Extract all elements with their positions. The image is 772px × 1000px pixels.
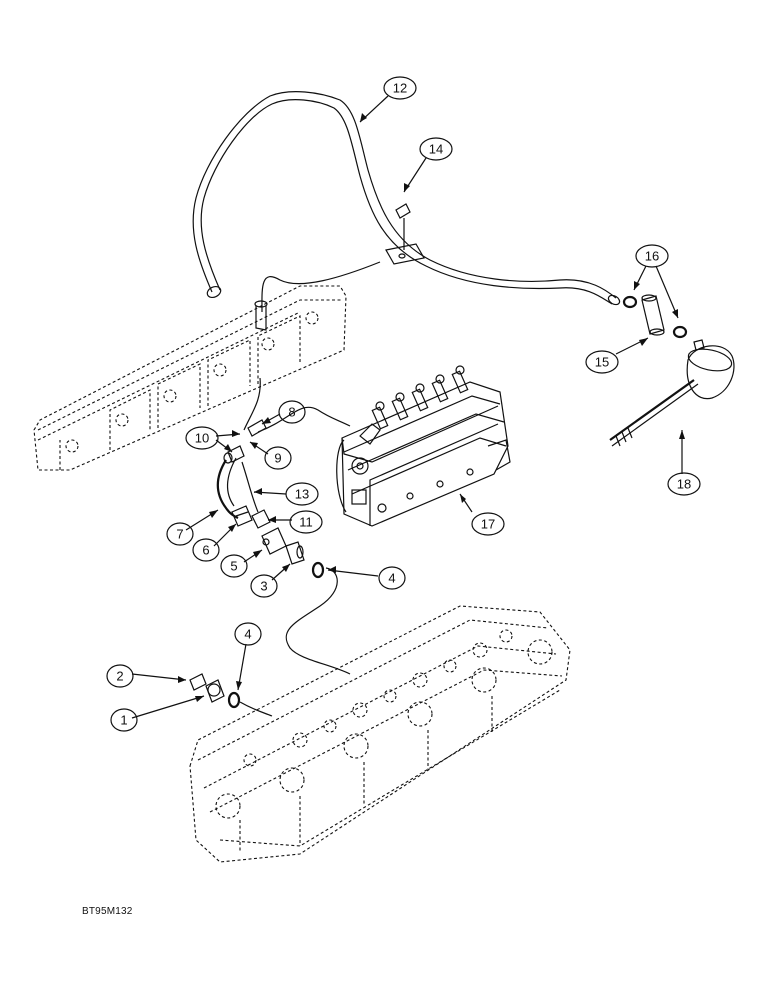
washer-upper bbox=[311, 561, 325, 579]
callout-3: 3 bbox=[250, 574, 278, 598]
callout-13: 13 bbox=[285, 482, 319, 506]
callout-10: 10 bbox=[185, 426, 219, 450]
callout-15-label: 15 bbox=[595, 355, 609, 370]
callout-4-lower: 4 bbox=[234, 622, 262, 646]
callout-4-lower-label: 4 bbox=[244, 627, 251, 642]
callout-8: 8 bbox=[278, 400, 306, 424]
fittings-hose bbox=[216, 419, 305, 565]
callout-6-label: 6 bbox=[202, 543, 209, 558]
callout-5-label: 5 bbox=[230, 559, 237, 574]
callout-16-label: 16 bbox=[645, 249, 659, 264]
callout-14-label: 14 bbox=[429, 142, 443, 157]
callout-13-label: 13 bbox=[295, 487, 309, 502]
callout-12: 12 bbox=[383, 76, 417, 100]
callout-8-label: 8 bbox=[288, 405, 295, 420]
callout-17-label: 17 bbox=[481, 517, 495, 532]
valve-cover bbox=[33, 285, 347, 471]
reference-code: BT95M132 bbox=[82, 906, 133, 917]
callout-4-upper: 4 bbox=[378, 566, 406, 590]
callout-9-label: 9 bbox=[274, 451, 281, 466]
callout-1-label: 1 bbox=[120, 713, 127, 728]
return-pipe bbox=[192, 91, 621, 306]
leader-lines bbox=[131, 95, 685, 719]
callout-16: 16 bbox=[635, 244, 669, 268]
callout-10-label: 10 bbox=[195, 431, 209, 446]
cylinder-head bbox=[189, 605, 571, 863]
callout-17: 17 bbox=[471, 512, 505, 536]
callout-11: 11 bbox=[289, 510, 323, 534]
callout-14: 14 bbox=[419, 137, 453, 161]
injection-pump bbox=[336, 365, 511, 527]
callout-18-label: 18 bbox=[677, 477, 691, 492]
callout-9: 9 bbox=[264, 446, 292, 470]
callout-11-label: 11 bbox=[299, 515, 313, 530]
callout-7-label: 7 bbox=[176, 527, 183, 542]
callout-5: 5 bbox=[220, 554, 248, 578]
callout-1: 1 bbox=[110, 708, 138, 732]
callout-4-upper-label: 4 bbox=[388, 571, 395, 586]
callout-2: 2 bbox=[106, 664, 134, 688]
callout-12-label: 12 bbox=[393, 81, 407, 96]
callout-18: 18 bbox=[667, 472, 701, 496]
head-fittings bbox=[189, 673, 273, 717]
callout-3-label: 3 bbox=[260, 579, 267, 594]
callout-7: 7 bbox=[166, 522, 194, 546]
callout-6: 6 bbox=[192, 538, 220, 562]
callout-15: 15 bbox=[585, 350, 619, 374]
callout-2-label: 2 bbox=[116, 669, 123, 684]
sensor-assembly bbox=[609, 294, 735, 447]
